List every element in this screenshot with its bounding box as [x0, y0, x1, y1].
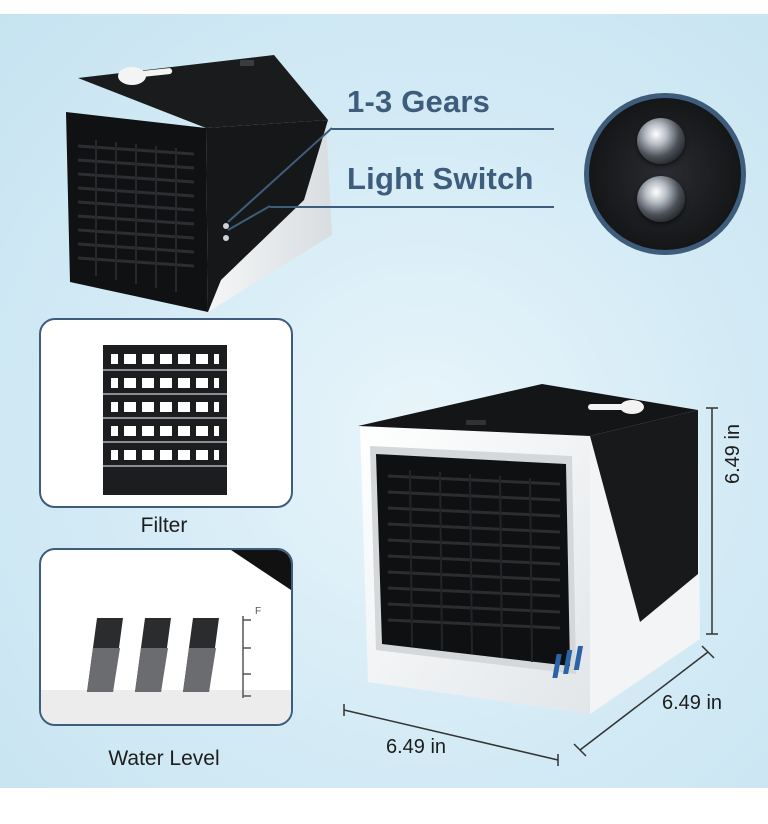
- gears-callout-line: [332, 128, 554, 130]
- water-level-panel: F: [39, 548, 293, 726]
- gears-callout-label: 1-3 Gears: [347, 84, 491, 119]
- height-dimension-label: 6.49 in: [722, 423, 744, 484]
- device-front-view-illustration: [358, 384, 700, 714]
- button-closeup-circle: [585, 94, 745, 254]
- filter-label: Filter: [140, 514, 188, 537]
- width-dimension-label: 6.49 in: [386, 736, 447, 758]
- device-top-view-illustration: [66, 55, 332, 312]
- depth-dimension-label: 6.49 in: [662, 692, 723, 714]
- light-switch-callout-label: Light Switch: [347, 161, 534, 196]
- water-level-illustration: [41, 550, 291, 724]
- dimension-lines: [343, 407, 718, 766]
- light-switch-callout-line: [270, 206, 554, 208]
- light-switch-knob-icon: [637, 176, 685, 222]
- callout-leader-lines: [227, 127, 333, 231]
- water-level-label: Water Level: [108, 747, 220, 770]
- filter-panel: [39, 318, 293, 508]
- gear-knob-icon: [637, 118, 685, 164]
- filter-illustration: [103, 345, 227, 495]
- product-showcase: 1-3 Gears Light Switch: [0, 14, 768, 788]
- water-gauge-full-mark: F: [255, 606, 262, 617]
